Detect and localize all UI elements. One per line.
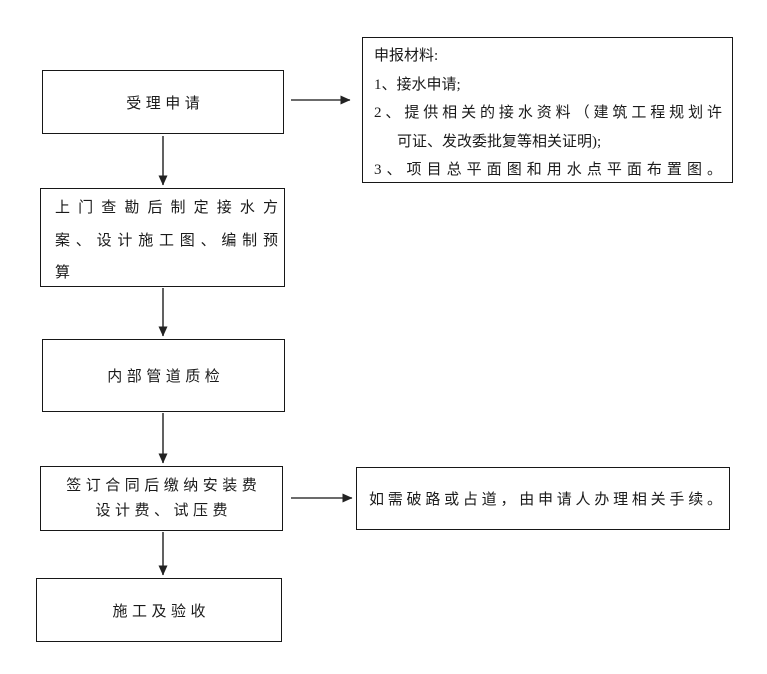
step-site-survey-design: 上门查勘后制定接水方 案、设计施工图、编制预 算 — [40, 188, 285, 287]
note-materials-item-3: 3、项目总平面图和用水点平面布置图。 — [374, 162, 722, 178]
step-internal-pipe-inspection-label: 内部管道质检 — [107, 369, 225, 385]
step-construction-acceptance: 施工及验收 — [36, 578, 282, 642]
step-construction-acceptance-label: 施工及验收 — [112, 603, 210, 620]
step-sign-contract-pay-fees: 签订合同后缴纳安装费 设计费、试压费 — [40, 466, 283, 531]
note-road-excavation: 如需破路或占道，由申请人办理相关手续。 — [356, 467, 730, 530]
note-application-materials: 申报材料: 1、接水申请; 2、提供相关的接水资料（建筑工程规划许 可证、发改委… — [362, 37, 733, 183]
step-internal-pipe-inspection: 内部管道质检 — [42, 339, 285, 412]
step-sign-contract-line-2: 设计费、试压费 — [95, 502, 232, 519]
step-accept-application-label: 受理申请 — [126, 95, 205, 112]
step-site-survey-line-2: 案、设计施工图、编制预 — [55, 232, 278, 249]
step-accept-application: 受理申请 — [42, 70, 284, 134]
note-materials-item-2-line-2: 可证、发改委批复等相关证明); — [397, 133, 602, 150]
step-site-survey-line-1: 上门查勘后制定接水方 — [55, 200, 278, 216]
note-materials-title: 申报材料: — [374, 48, 439, 64]
note-road-excavation-label: 如需破路或占道，由申请人办理相关手续。 — [369, 492, 722, 508]
step-sign-contract-line-1: 签订合同后缴纳安装费 — [66, 477, 262, 494]
note-materials-item-2-line-1: 2、提供相关的接水资料（建筑工程规划许 — [374, 105, 722, 121]
note-materials-item-1: 1、接水申请; — [374, 76, 461, 93]
step-site-survey-line-3: 算 — [55, 265, 71, 281]
